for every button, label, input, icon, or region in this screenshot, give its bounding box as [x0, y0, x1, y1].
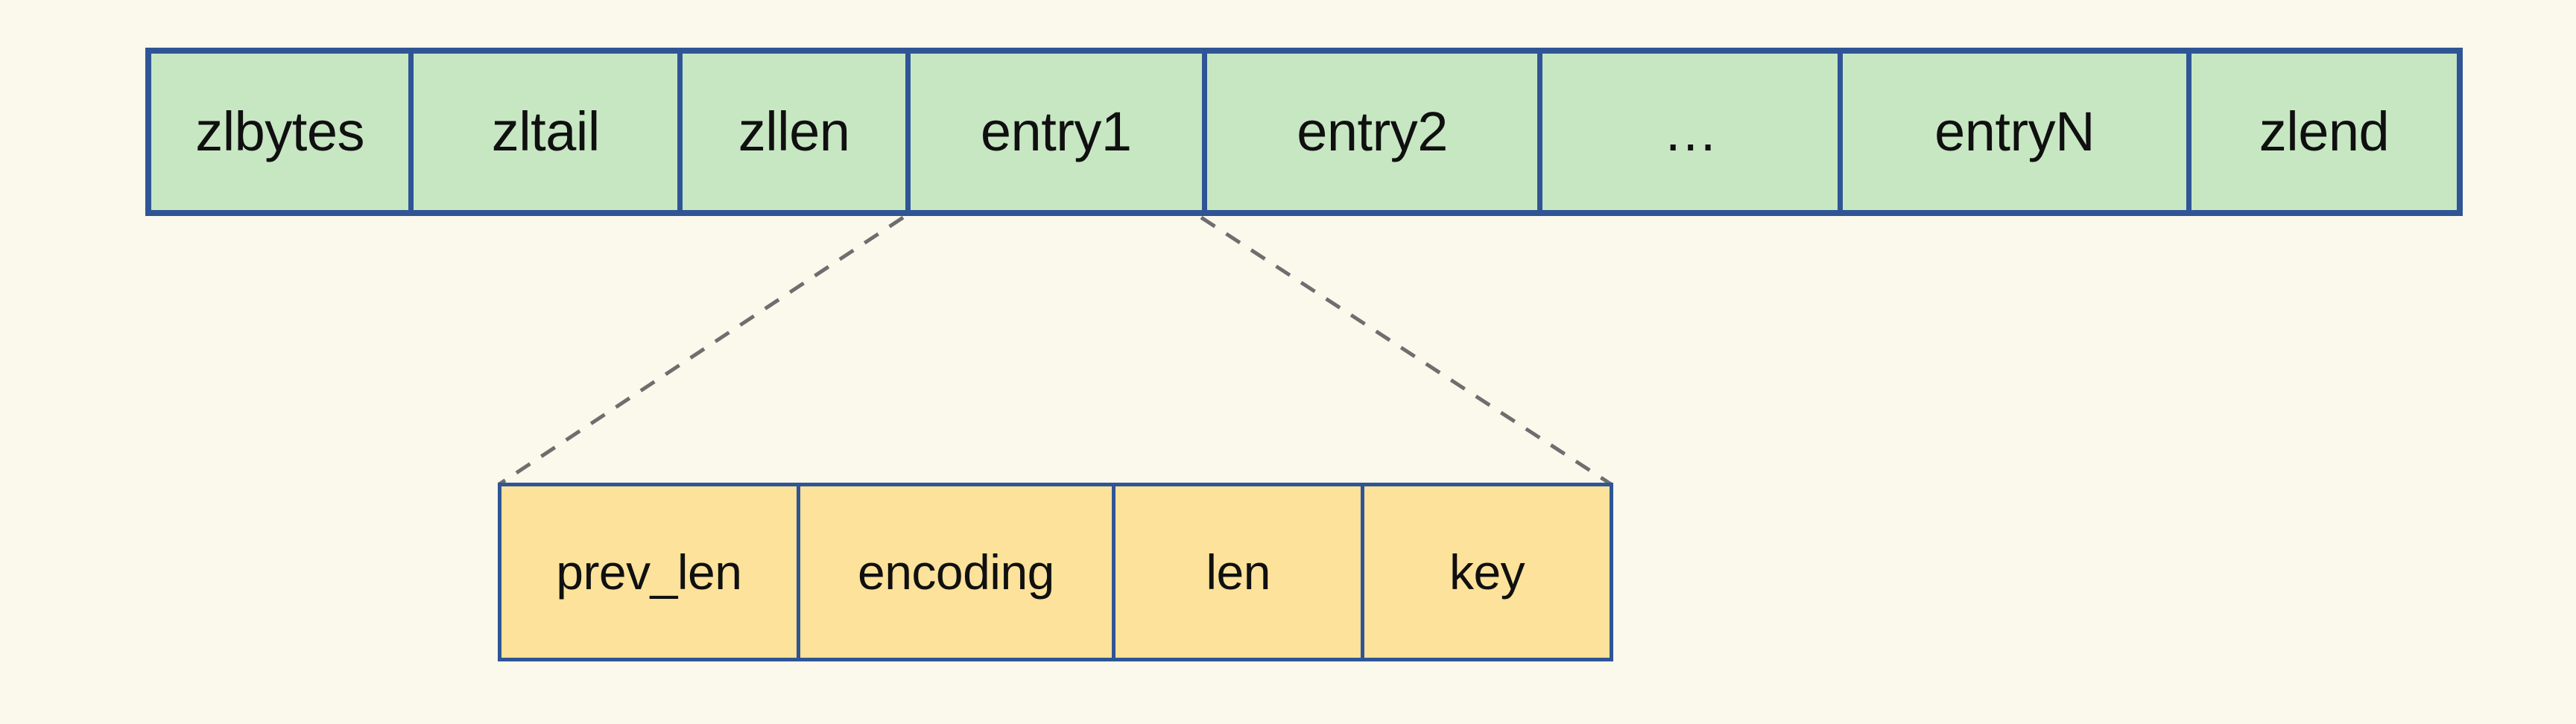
ziplist-cell-entry2: entry2 — [1206, 54, 1538, 210]
entry-cell-key: key — [1364, 486, 1610, 658]
ziplist-cell-zllen: zllen — [683, 54, 905, 210]
entry1-left-leader-line — [498, 215, 905, 486]
entry-cell-key-label: key — [1449, 544, 1525, 600]
entry-cell-prev-len: prev_len — [501, 486, 797, 658]
entry-cell-prev-len-label: prev_len — [556, 544, 742, 600]
ziplist-cell-entryn-label: entryN — [1934, 101, 2095, 162]
ziplist-cell-zlbytes-label: zlbytes — [195, 101, 364, 162]
ziplist-cell-entry1-label: entry1 — [980, 101, 1132, 162]
ziplist-cell-zlend: zlend — [2191, 54, 2458, 210]
ellipsis-label: … — [1662, 101, 1718, 162]
ziplist-cell-zlbytes: zlbytes — [151, 54, 409, 210]
ziplist-cell-entryn: entryN — [1843, 54, 2186, 210]
entry-cell-encoding: encoding — [800, 486, 1113, 658]
entry-cell-len-label: len — [1206, 544, 1270, 600]
ziplist-row: zlbytes zltail zllen entry1 entry2 … ent… — [145, 48, 2463, 216]
ziplist-cell-entry1: entry1 — [910, 54, 1202, 210]
ziplist-cell-zltail-label: zltail — [491, 101, 601, 162]
ziplist-cell-zllen-label: zllen — [738, 101, 850, 162]
entry1-right-leader-line — [1200, 215, 1613, 486]
ziplist-cell-zlend-label: zlend — [2259, 101, 2390, 162]
entry-detail-row: prev_len encoding len key — [498, 483, 1613, 661]
ziplist-cell-zltail: zltail — [414, 54, 678, 210]
entry-cell-encoding-label: encoding — [857, 544, 1054, 600]
entry-cell-len: len — [1115, 486, 1361, 658]
ziplist-cell-ellipsis: … — [1542, 54, 1838, 210]
ziplist-cell-entry2-label: entry2 — [1297, 101, 1448, 162]
